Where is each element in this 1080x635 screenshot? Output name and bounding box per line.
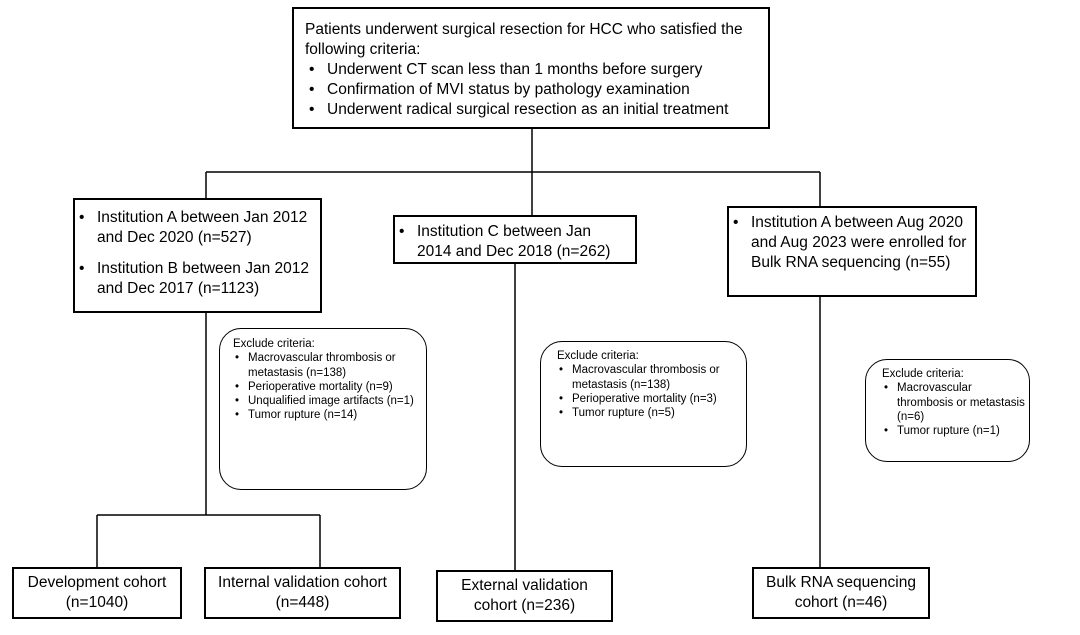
institution-ab-list: Institution A between Jan 2012 and Dec 2…	[75, 208, 312, 299]
exclude-list: Macrovascular thrombosis or metastasis (…	[557, 363, 740, 420]
exclude-title: Exclude criteria:	[882, 368, 964, 380]
institution-a-rna-list: Institution A between Aug 2020 and Aug 2…	[729, 213, 969, 273]
institution-a-rna-box: Institution A between Aug 2020 and Aug 2…	[727, 206, 977, 297]
exclude-item: Tumor rupture (n=1)	[882, 424, 1025, 439]
exclude-list: Macrovascular thrombosis or metastasis (…	[233, 351, 420, 423]
institution-item: Institution B between Jan 2012 and Dec 2…	[75, 259, 312, 299]
internal-validation-label: Internal validation cohort (n=448)	[218, 574, 387, 611]
exclude-criteria-middle: Exclude criteria: Macrovascular thrombos…	[540, 341, 747, 467]
exclude-title: Exclude criteria:	[233, 338, 315, 350]
criterion-item: Underwent CT scan less than 1 months bef…	[305, 60, 758, 80]
exclude-item: Unqualified image artifacts (n=1)	[233, 394, 420, 409]
bulk-rna-cohort-label: Bulk RNA sequencing cohort (n=46)	[766, 574, 916, 611]
exclude-criteria-right: Exclude criteria: Macrovascular thrombos…	[865, 359, 1030, 462]
institution-item: Institution C between Jan 2014 and Dec 2…	[395, 222, 627, 262]
institution-c-list: Institution C between Jan 2014 and Dec 2…	[395, 222, 627, 262]
development-cohort-label: Development cohort (n=1040)	[27, 574, 167, 611]
inclusion-intro: Patients underwent surgical resection fo…	[305, 21, 743, 58]
institution-c-box: Institution C between Jan 2014 and Dec 2…	[393, 215, 637, 264]
bulk-rna-cohort-box: Bulk RNA sequencing cohort (n=46)	[752, 567, 930, 619]
criterion-item: Underwent radical surgical resection as …	[305, 100, 758, 120]
exclude-criteria-left: Exclude criteria: Macrovascular thrombos…	[219, 328, 427, 490]
exclude-title: Exclude criteria:	[557, 350, 639, 362]
external-validation-box: External validation cohort (n=236)	[436, 570, 613, 622]
exclude-item: Macrovascular thrombosis or metastasis (…	[233, 351, 420, 380]
internal-validation-box: Internal validation cohort (n=448)	[204, 567, 401, 619]
exclude-item: Perioperative mortality (n=9)	[233, 380, 420, 395]
exclude-item: Tumor rupture (n=5)	[557, 406, 740, 421]
institution-item: Institution A between Aug 2020 and Aug 2…	[729, 213, 969, 273]
exclude-item: Perioperative mortality (n=3)	[557, 392, 740, 407]
exclude-item: Tumor rupture (n=14)	[233, 408, 420, 423]
institution-ab-box: Institution A between Jan 2012 and Dec 2…	[73, 198, 322, 313]
institution-item: Institution A between Jan 2012 and Dec 2…	[75, 208, 312, 248]
inclusion-criteria-list: Underwent CT scan less than 1 months bef…	[305, 60, 758, 120]
exclude-item: Macrovascular thrombosis or metastasis (…	[882, 381, 1025, 424]
exclude-list: Macrovascular thrombosis or metastasis (…	[882, 381, 1025, 438]
development-cohort-box: Development cohort (n=1040)	[12, 567, 182, 619]
criterion-item: Confirmation of MVI status by pathology …	[305, 80, 758, 100]
external-validation-label: External validation cohort (n=236)	[461, 577, 588, 614]
exclude-item: Macrovascular thrombosis or metastasis (…	[557, 363, 740, 392]
inclusion-criteria-box: Patients underwent surgical resection fo…	[292, 7, 770, 129]
